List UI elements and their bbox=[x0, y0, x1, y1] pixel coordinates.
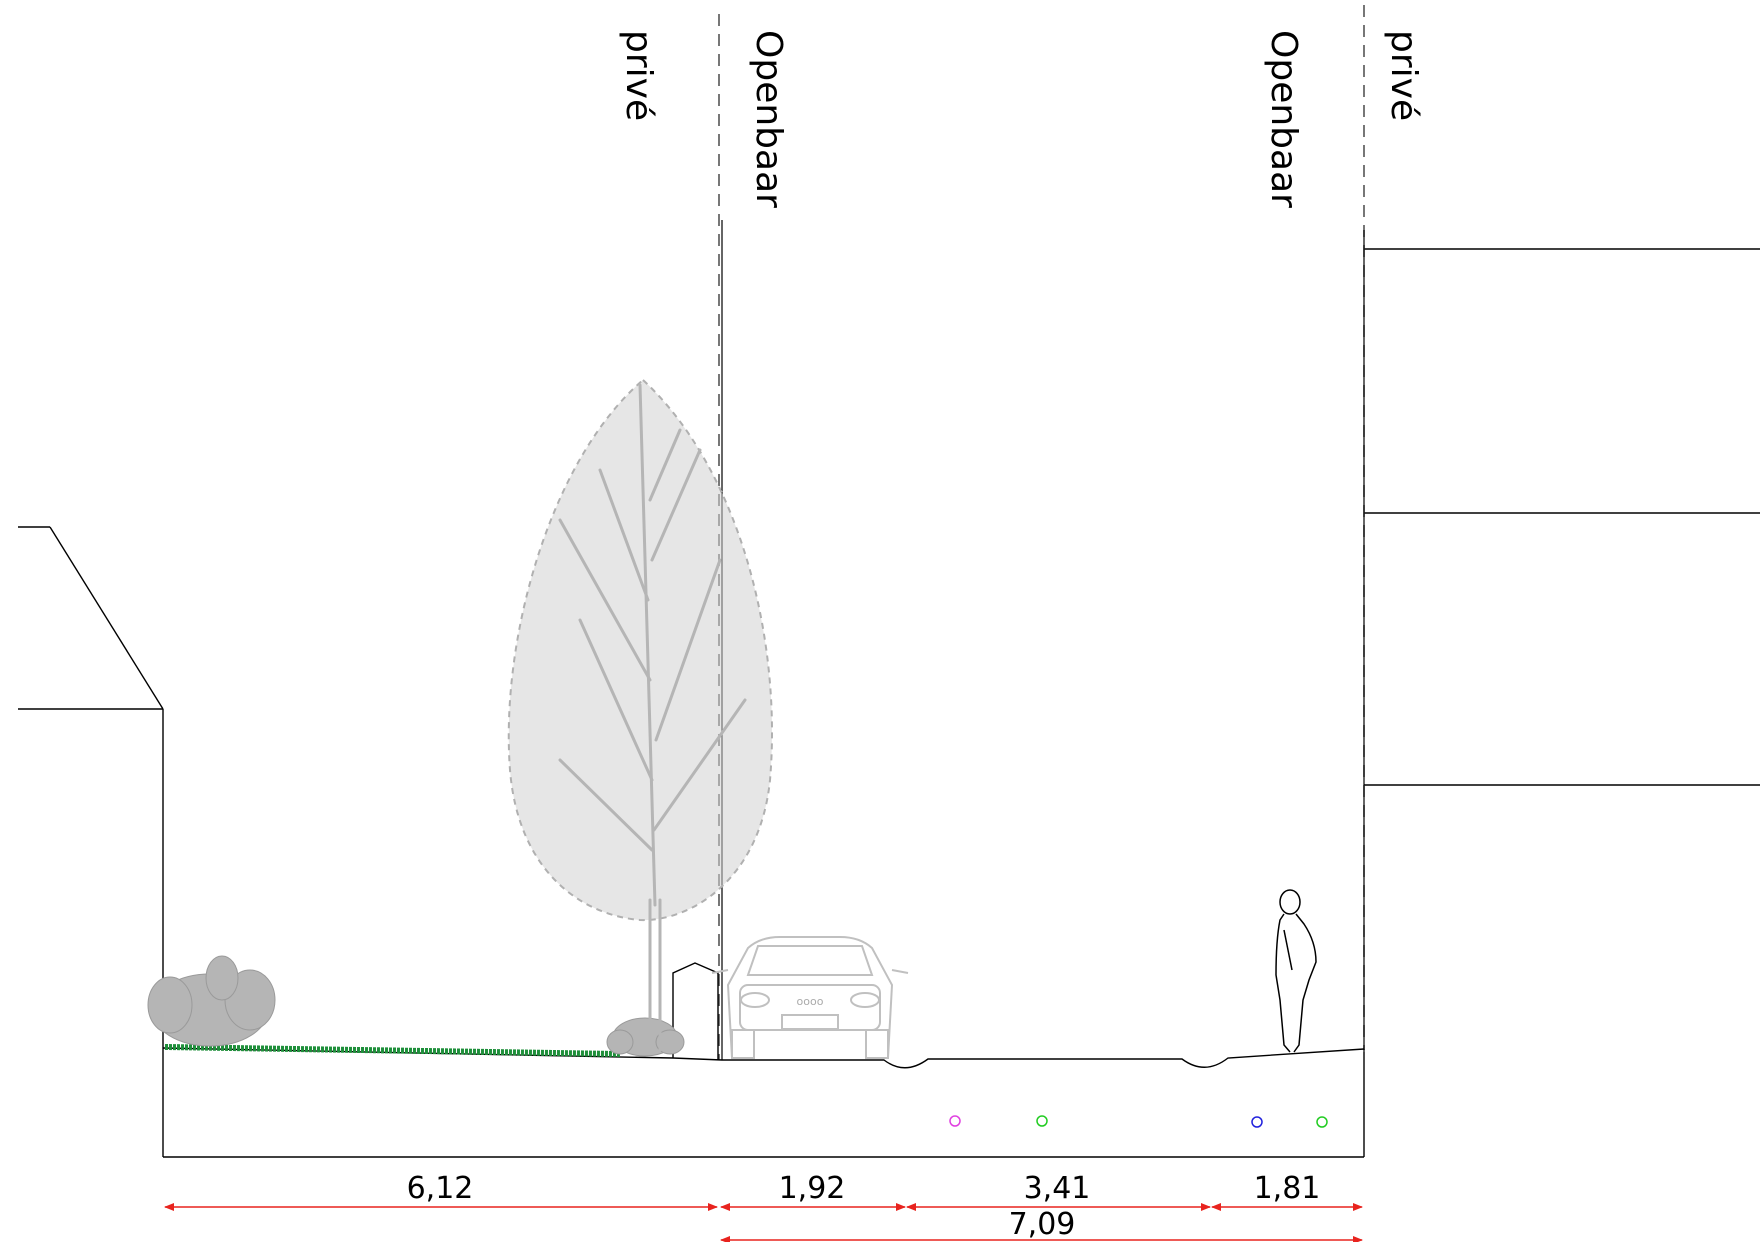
utility-markers bbox=[949, 1115, 1328, 1128]
dimension-label-sidewalk: 1,81 bbox=[1254, 1171, 1321, 1206]
tree bbox=[507, 378, 773, 1052]
left-house bbox=[18, 526, 164, 1157]
ground-profile bbox=[162, 1047, 1365, 1158]
zone-label-right-private: privé bbox=[1383, 30, 1424, 121]
zone-label-left-private: privé bbox=[618, 30, 659, 121]
car-front-view bbox=[711, 936, 909, 1059]
car-badge: oooo bbox=[797, 995, 824, 1008]
pedestrian-figure bbox=[1275, 889, 1317, 1053]
shrub-left bbox=[147, 955, 276, 1047]
dimension-label-public-total: 7,09 bbox=[1009, 1207, 1076, 1242]
utility-blue-marker bbox=[1251, 1116, 1263, 1128]
zone-label-left-public: Openbaar bbox=[748, 30, 789, 208]
boundary-wall bbox=[672, 962, 719, 1060]
dimension-label-private-garden: 6,12 bbox=[407, 1171, 474, 1206]
right-building bbox=[1363, 248, 1760, 1157]
dimension-label-verge: 1,92 bbox=[779, 1171, 846, 1206]
dimension-lines bbox=[164, 1203, 1363, 1242]
zone-label-right-public: Openbaar bbox=[1263, 30, 1304, 208]
utility-green-2-marker bbox=[1316, 1116, 1328, 1128]
utility-pink-marker bbox=[949, 1115, 961, 1127]
dimension-label-roadway: 3,41 bbox=[1024, 1171, 1091, 1206]
car-headlight-right bbox=[850, 992, 880, 1008]
tree-crown bbox=[507, 378, 773, 922]
car-headlight-left bbox=[740, 992, 770, 1008]
utility-green-1-marker bbox=[1036, 1115, 1048, 1127]
